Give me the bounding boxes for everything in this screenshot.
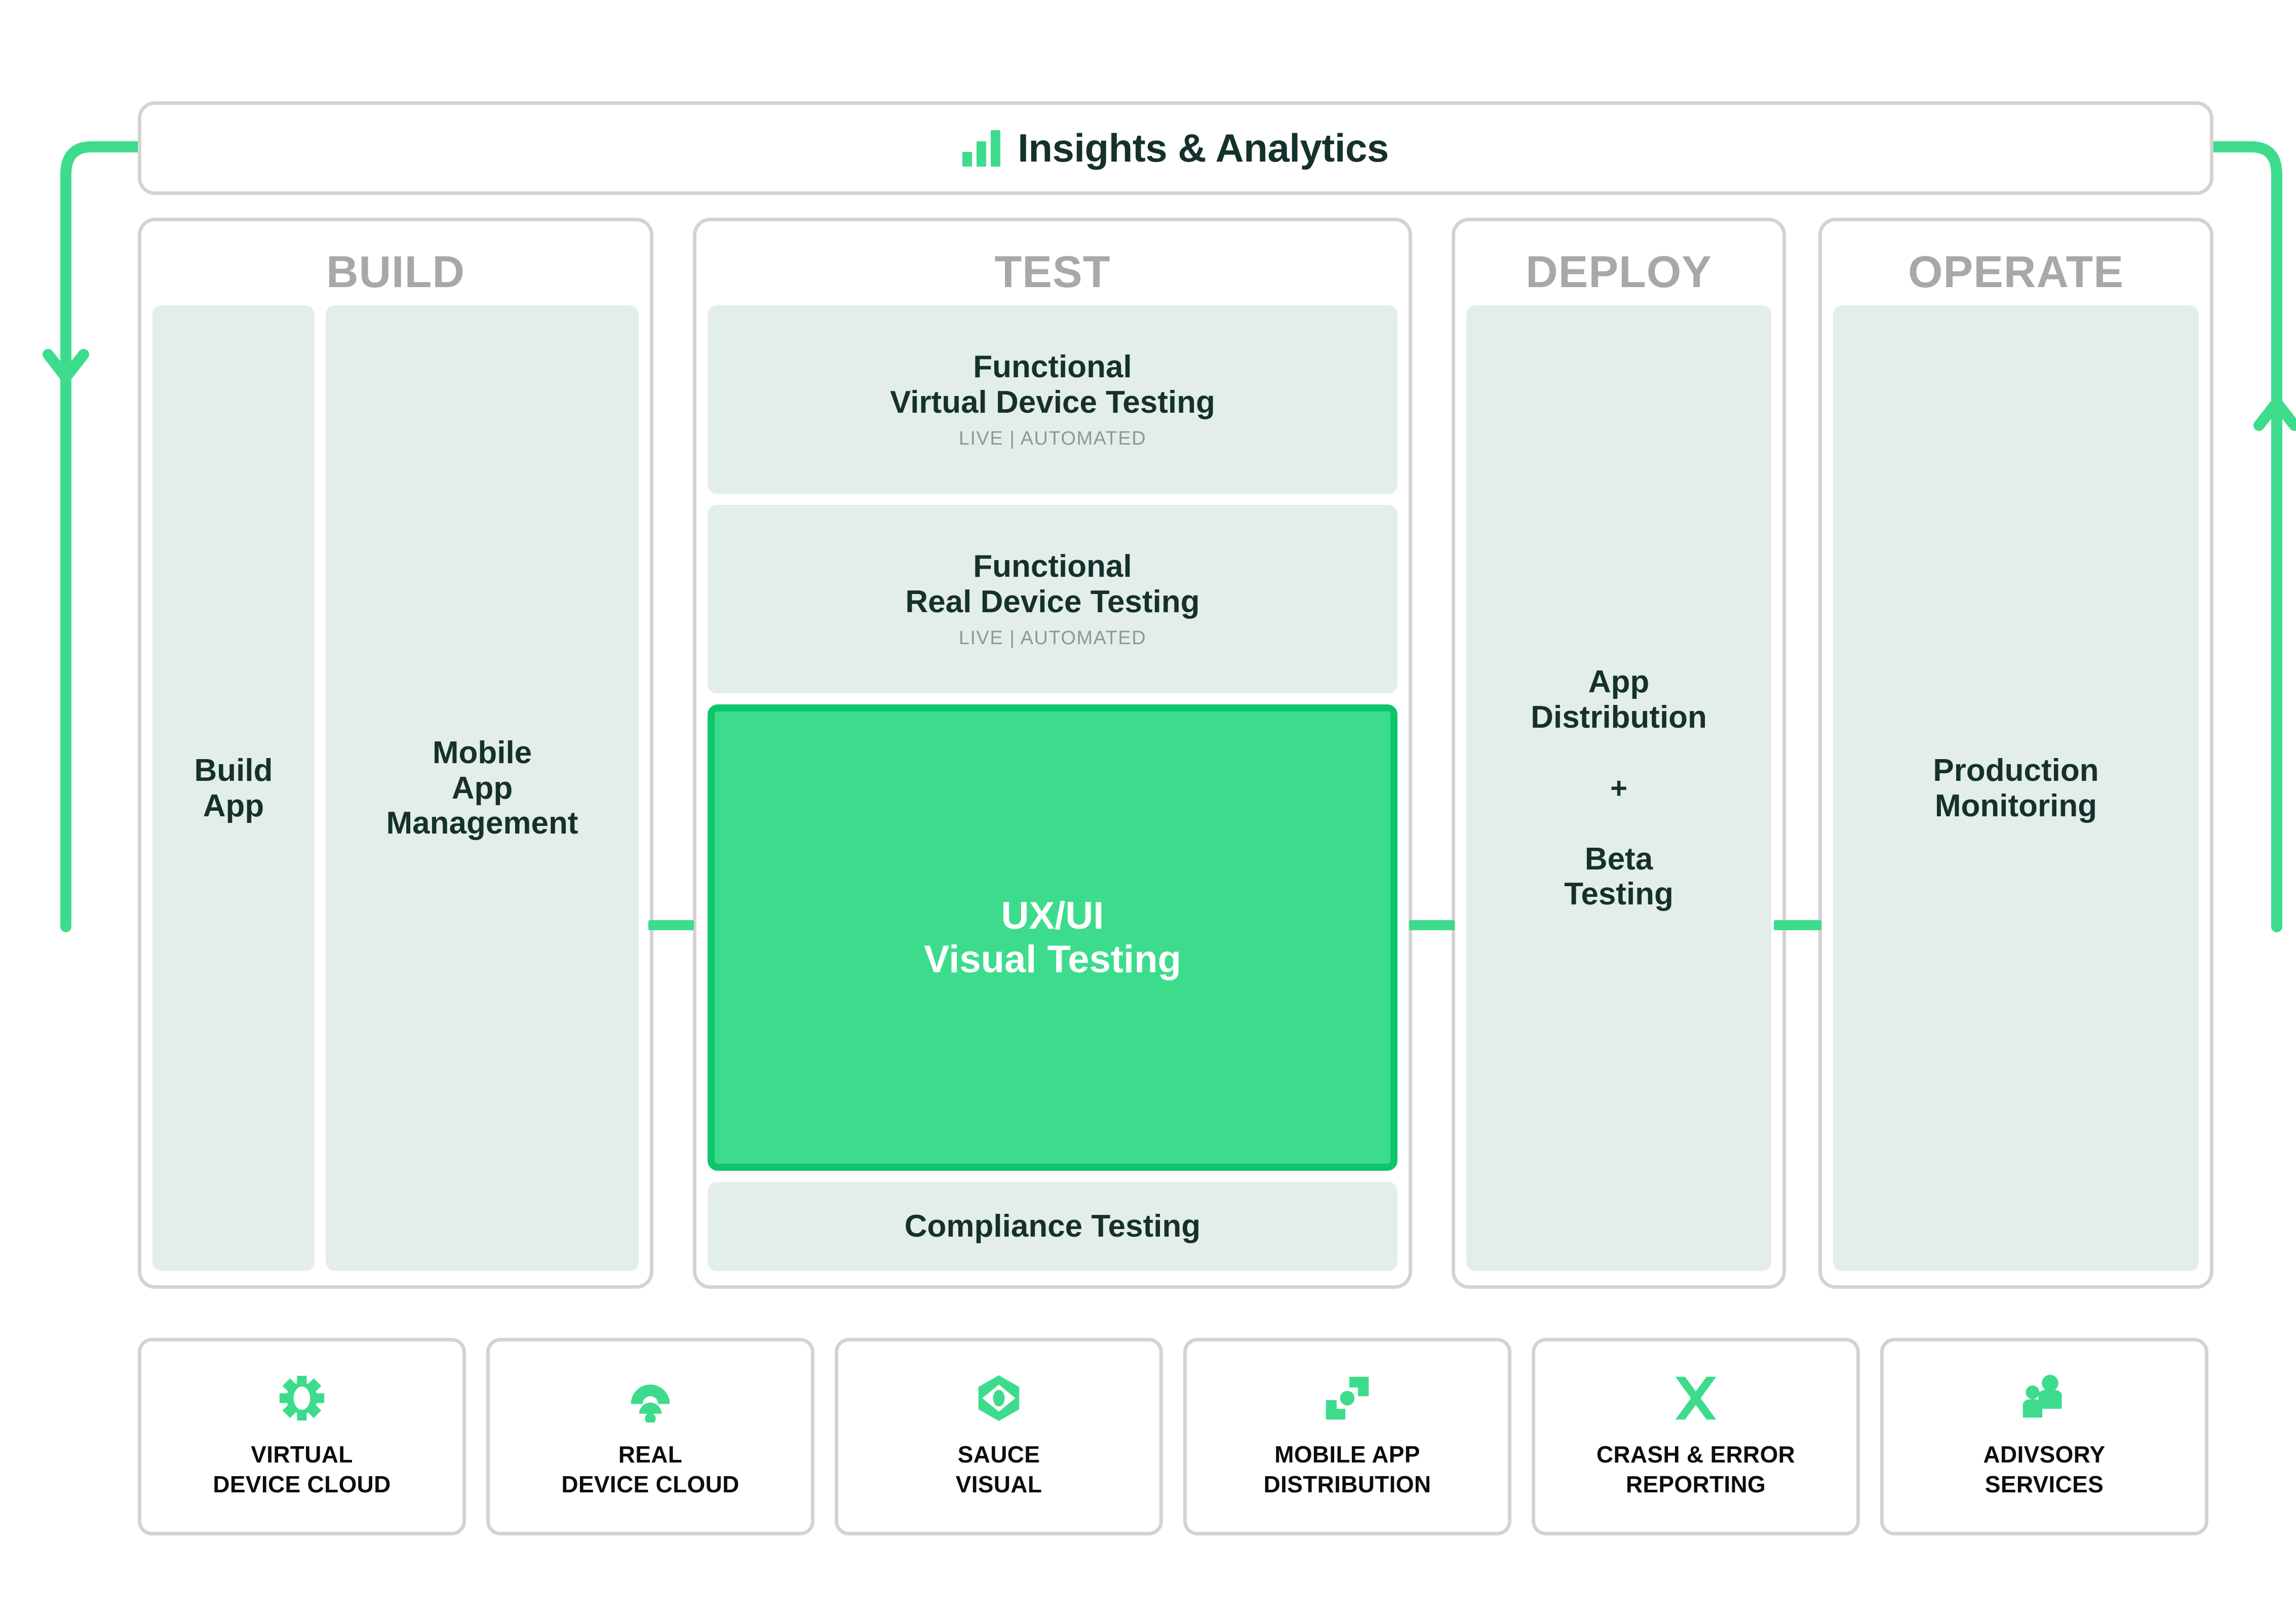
card-line1: Production [1933, 753, 2099, 788]
product-line1: CRASH & ERROR [1596, 1441, 1796, 1468]
card-app-distribution-beta-testing[interactable]: App Distribution + Beta Testing [1466, 305, 1771, 1271]
bar-chart-icon [962, 130, 1001, 167]
card-line1: Mobile [432, 735, 532, 771]
card-line2: Monitoring [1934, 788, 2097, 823]
wifi-signal-icon [626, 1374, 675, 1423]
product-card-real-device-cloud[interactable]: REAL DEVICE CLOUD [486, 1338, 814, 1535]
stage-title-test: TEST [994, 247, 1111, 297]
stage-title-deploy: DEPLOY [1526, 247, 1712, 297]
stage-title-operate: OPERATE [1908, 247, 2124, 297]
card-line3: Beta [1584, 842, 1653, 877]
product-line1: REAL [618, 1441, 683, 1468]
stage-title-build: BUILD [326, 247, 465, 297]
insights-analytics-header[interactable]: Insights & Analytics [138, 101, 2213, 195]
card-line1: UX/UI [1001, 894, 1104, 938]
card-line3: Management [386, 806, 578, 841]
stage-operate[interactable]: OPERATE Production Monitoring [1818, 218, 2213, 1289]
plus-separator: + [1610, 772, 1627, 805]
card-line1: Build [194, 753, 273, 788]
card-line1: Functional [973, 549, 1132, 584]
product-line2: REPORTING [1625, 1471, 1766, 1497]
card-build-app[interactable]: Build App [152, 305, 315, 1271]
product-line2: SERVICES [1984, 1471, 2104, 1497]
card-line2: Visual Testing [923, 937, 1182, 981]
product-card-virtual-device-cloud[interactable]: VIRTUAL DEVICE CLOUD [138, 1338, 466, 1535]
card-subtitle: LIVE | AUTOMATED [958, 427, 1147, 449]
product-line1: SAUCE [957, 1441, 1040, 1468]
app-distribution-icon [1323, 1374, 1372, 1422]
product-card-crash-error-reporting[interactable]: CRASH & ERROR REPORTING [1532, 1338, 1860, 1535]
product-line2: DEVICE CLOUD [213, 1471, 391, 1497]
card-functional-virtual-device-testing[interactable]: Functional Virtual Device Testing LIVE |… [708, 305, 1397, 494]
connector-build-test [648, 920, 694, 930]
card-functional-real-device-testing[interactable]: Functional Real Device Testing LIVE | AU… [708, 505, 1397, 693]
stage-deploy[interactable]: DEPLOY App Distribution + Beta Testing [1452, 218, 1786, 1289]
card-line2: Real Device Testing [905, 584, 1200, 619]
product-line1: ADIVSORY [1983, 1441, 2106, 1468]
product-line1: VIRTUAL [251, 1441, 353, 1468]
card-mobile-app-management[interactable]: Mobile App Management [326, 305, 639, 1271]
hexagon-eye-icon [975, 1374, 1023, 1422]
connector-deploy-operate [1774, 920, 1821, 930]
card-line1: Compliance Testing [904, 1209, 1201, 1244]
card-ux-ui-visual-testing[interactable]: UX/UI Visual Testing [708, 704, 1397, 1171]
product-card-sauce-visual[interactable]: SAUCE VISUAL [835, 1338, 1163, 1535]
card-production-monitoring[interactable]: Production Monitoring [1833, 305, 2199, 1271]
x-cross-icon [1671, 1374, 1720, 1422]
product-line1: MOBILE APP [1274, 1441, 1420, 1468]
product-line2: DISTRIBUTION [1263, 1471, 1431, 1497]
card-line1: App [1588, 664, 1650, 700]
gear-icon [278, 1374, 326, 1422]
product-line2: VISUAL [955, 1471, 1042, 1497]
connector-test-deploy [1409, 920, 1455, 930]
stage-build[interactable]: BUILD Build App Mobile App Management [138, 218, 653, 1289]
card-line2: App [451, 770, 513, 806]
header-title: Insights & Analytics [1018, 126, 1389, 170]
product-line2: DEVICE CLOUD [561, 1471, 740, 1497]
card-subtitle: LIVE | AUTOMATED [958, 627, 1147, 649]
product-card-mobile-app-distribution[interactable]: MOBILE APP DISTRIBUTION [1183, 1338, 1511, 1535]
card-line4: Testing [1564, 877, 1674, 912]
card-line2: App [203, 788, 264, 823]
stage-test[interactable]: TEST Functional Virtual Device Testing L… [693, 218, 1412, 1289]
card-line2: Distribution [1531, 699, 1707, 735]
product-card-advisory-services[interactable]: ADIVSORY SERVICES [1880, 1338, 2208, 1535]
card-line2: Virtual Device Testing [889, 384, 1216, 420]
card-compliance-testing[interactable]: Compliance Testing [708, 1182, 1397, 1271]
people-icon [2020, 1374, 2069, 1422]
card-line1: Functional [973, 349, 1132, 385]
